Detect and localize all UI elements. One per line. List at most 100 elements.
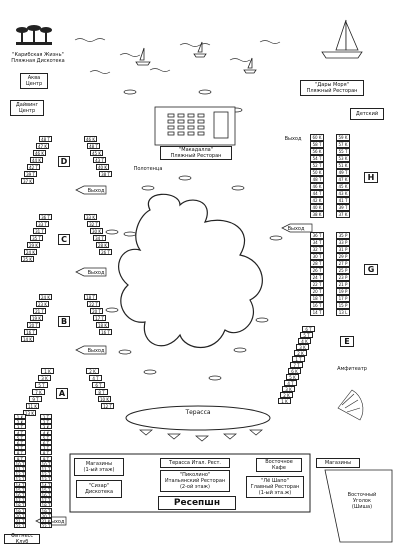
seat-cell: 3 T (14, 424, 26, 430)
seat-cell: 12 T (40, 471, 52, 478)
east-cafe-name: Восточное (265, 459, 293, 465)
seat-cell: 47 K (336, 176, 350, 183)
seat-cell: 8 T (40, 450, 52, 456)
pikolino-sub2: (2-ой этаж) (179, 484, 210, 490)
exit-label-a: Выход (47, 519, 65, 525)
seat-cell: 39 T (336, 204, 350, 211)
seat-cell: 38 K (310, 211, 324, 218)
seat-cell: 15 T (14, 486, 26, 493)
section-c-letter: C (58, 234, 70, 245)
sizar-disco-label: "Сизар" Дискотека (76, 480, 122, 498)
seat-cell: 33 T (36, 221, 49, 227)
seat-cell: 12 T (14, 471, 26, 478)
seat-cell: 3 K (282, 386, 295, 392)
seat-cell: 4 T (89, 375, 102, 381)
seat-cell: 7 T (290, 362, 303, 368)
seat-cell: 1 K (278, 398, 291, 404)
seat-cell: 48 T (87, 143, 100, 149)
seat-cell: 29 K (27, 242, 40, 248)
seat-cell: 3 K (296, 344, 309, 350)
seat-cell: 26 T (99, 249, 112, 255)
seat-cell: 1 T (292, 356, 305, 362)
east-corner-name: Восточный (347, 492, 377, 498)
seat-cell: 20 T (27, 322, 40, 328)
seat-cell: 43 T (93, 157, 106, 163)
diving-sub: Центр (18, 108, 36, 114)
seat-cell: 9 T (29, 396, 42, 402)
seat-cell: 37 K (21, 178, 34, 184)
main-building-outline (69, 453, 311, 513)
seat-cell: 18 T (14, 502, 26, 509)
seat-cell: 17 T (93, 315, 106, 321)
seat-cell: 12 T (101, 403, 114, 409)
section-a-letter: A (56, 388, 68, 399)
seat-cell: 22 T (310, 281, 324, 288)
seat-cell: 47 K (36, 143, 49, 149)
seat-cell: 37 K (336, 211, 350, 218)
seat-cell: 38 T (99, 171, 112, 177)
seat-cell: 5 T (40, 434, 52, 441)
seat-cell: 34 T (93, 235, 106, 241)
seat-cell: 23 P (336, 274, 350, 281)
seat-cell: 17 T (40, 497, 52, 504)
seat-cell: 42 K (310, 197, 324, 204)
makadalla-building (154, 106, 236, 146)
seat-cell: 53 K (336, 155, 350, 162)
seat-cell: 5 K (286, 374, 299, 380)
shops1-sub: (1-ый этаж) (83, 467, 115, 473)
seat-cell: 5 T (35, 382, 48, 388)
seat-cell: 60 K (310, 134, 324, 141)
seat-cell: 14 K (21, 336, 34, 342)
seat-cell: 20 T (14, 512, 26, 519)
seat-cell: 42 T (27, 164, 40, 170)
terrace-label: Терасса (185, 409, 211, 416)
seat-cell: 58 T (310, 141, 324, 148)
umbrellas (105, 89, 283, 381)
caribbean-disco-label: "Карибская Жизнь" Пляжная Дискотека (8, 52, 68, 64)
seat-cell: 6 T (14, 440, 26, 446)
seat-cell: 49 T (336, 169, 350, 176)
seat-cell: 11 T (40, 466, 52, 472)
seat-cell: 31 P (336, 246, 350, 253)
diving-center-label: Дайвинг Центр (10, 100, 44, 116)
seat-cell: 6 K (288, 368, 301, 374)
reception-label: Ресепшн (158, 496, 236, 510)
seat-cell: 5 T (300, 332, 313, 338)
seat-cell: 31 T (33, 228, 46, 234)
seat-cell: 14 T (310, 309, 324, 316)
seat-cell: 17 T (14, 497, 26, 504)
seat-cell: 7 T (40, 445, 52, 451)
seat-cell: 4 K (40, 429, 52, 436)
seat-cell: 22 T (87, 301, 100, 307)
seat-cell: 13 L (336, 309, 350, 316)
seat-cell: 18 T (310, 295, 324, 302)
seat-cell: 10 K (98, 396, 111, 402)
seat-cell: 1 T (40, 414, 52, 420)
seat-cell: 18 K (96, 322, 109, 328)
seat-cell: 20 T (310, 288, 324, 295)
seat-cell: 21 T (14, 518, 26, 524)
dary-morya-label: "Дары Моря" Пляжный Ресторан (300, 80, 364, 96)
exit-label-d: Выход (87, 188, 105, 194)
seat-cell: 44 K (30, 157, 43, 163)
seat-cell: 44 T (310, 190, 324, 197)
seat-cell: 24 T (310, 274, 324, 281)
seat-cell: 57 K (336, 141, 350, 148)
sizar-name: "Сизар" (88, 483, 110, 489)
sea-waves (74, 38, 281, 74)
sizar-sub: Дискотека (84, 489, 114, 495)
seat-cell: 25 K (21, 256, 34, 262)
seat-cell: 14 T (40, 481, 52, 488)
aqua-sub: Центр (25, 81, 43, 87)
seat-cell: 36 T (310, 232, 324, 239)
seat-cell: 15 P (336, 302, 350, 309)
kids-label: Детский (350, 108, 384, 120)
east-corner-label: Восточный Уголок (Шиша) (340, 492, 384, 510)
seat-cell: 20 T (90, 308, 103, 314)
diving-name: Дайвинг (15, 102, 39, 108)
seat-cell: 21 K (40, 518, 52, 524)
le-chapeau-name: "Лё Шапо" (261, 478, 289, 484)
shops2-label: Магазины (316, 458, 360, 468)
exit-label-g: Выход (287, 226, 305, 232)
seat-cell: 20 T (40, 512, 52, 519)
